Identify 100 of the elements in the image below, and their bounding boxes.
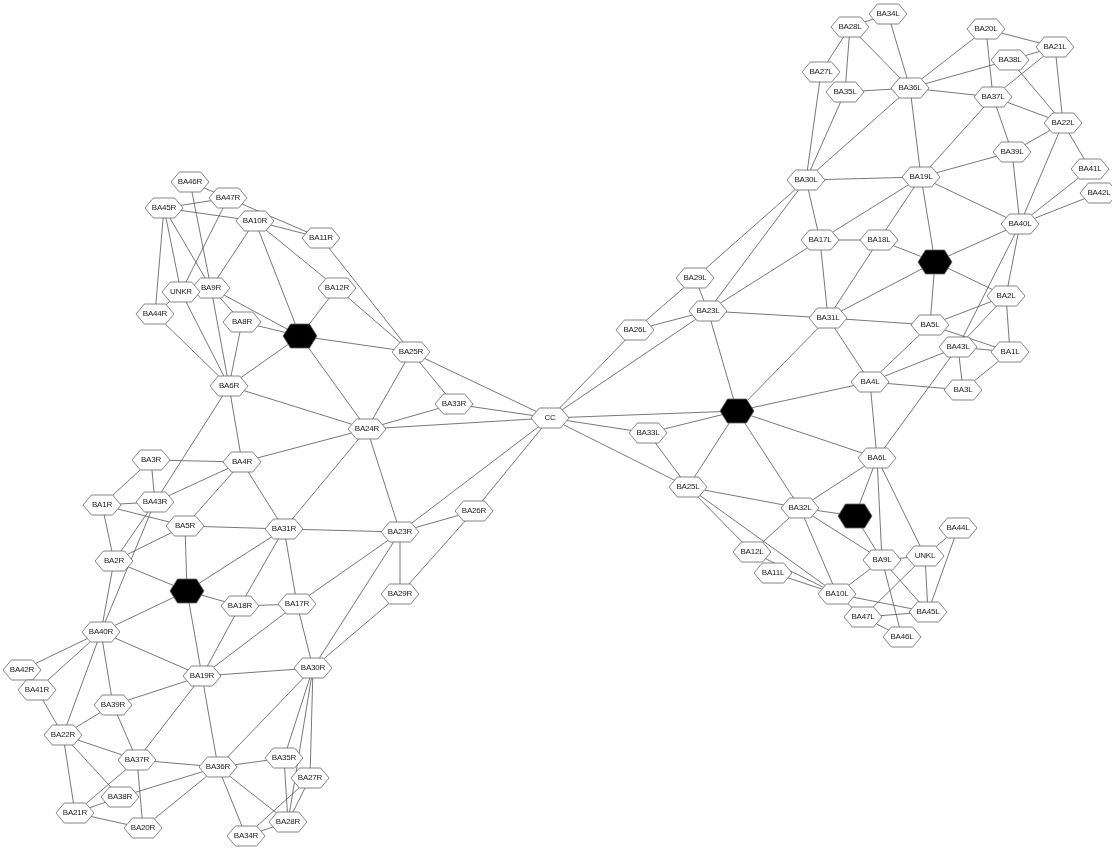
hexagon-node [227, 826, 265, 846]
connector-line [936, 155, 997, 174]
connector-line [1018, 69, 1055, 114]
connector-line [832, 184, 909, 233]
node-label: BA46L [890, 633, 914, 641]
connector-line [116, 714, 134, 751]
connector-line [885, 186, 915, 231]
node-label: BA33R [441, 400, 467, 408]
node-label: UNKL [914, 552, 936, 560]
connector-line [559, 339, 626, 409]
node-label: BA45L [916, 608, 940, 616]
connector-line [1055, 56, 1063, 114]
connector-line [201, 594, 226, 603]
connector-line [180, 210, 239, 219]
node-label: BA39R [100, 701, 126, 709]
hexagon-node [669, 477, 707, 497]
connector-line [750, 415, 863, 454]
hexagon-node [3, 660, 41, 680]
connector-line [962, 233, 1016, 338]
node-label: BA29R [387, 590, 413, 598]
hexagon-node [435, 394, 473, 414]
hexagon-node [844, 607, 882, 627]
node-label: BA43R [142, 498, 168, 506]
node-label: BA34L [876, 10, 900, 18]
connector-line [227, 677, 304, 758]
node-label: BA2L [996, 292, 1016, 300]
node-label: BA1R [91, 501, 113, 509]
node-label: BA20R [130, 824, 156, 832]
connector-line [838, 239, 861, 241]
hexagon-node [911, 315, 949, 335]
connector-line [812, 515, 870, 553]
node-label: BA23R [387, 528, 413, 536]
connector-line [372, 361, 406, 420]
connector-line [85, 769, 127, 804]
connector-line [807, 81, 820, 171]
connector-line [104, 511, 152, 623]
hexagon-node [124, 818, 162, 838]
connector-line [824, 177, 903, 180]
connector-line [328, 247, 404, 343]
hexagon-node [689, 301, 727, 321]
node-label: BA44L [946, 524, 970, 532]
connector-line [212, 297, 228, 377]
connector-line [308, 347, 361, 420]
hexagon-node [210, 376, 248, 396]
hexagon-node [860, 230, 898, 250]
node-label: BA3L [953, 386, 973, 394]
hexagon-node [902, 167, 940, 187]
connector-line [1023, 132, 1060, 215]
connector-line [481, 427, 543, 502]
connector-line [198, 536, 272, 584]
filled-hexagon [838, 504, 872, 528]
connector-line [193, 471, 234, 517]
connector-line [369, 438, 398, 523]
connector-line [645, 287, 685, 321]
connector-line [807, 189, 819, 231]
hexagon-node [801, 230, 839, 250]
connector-line [877, 467, 882, 551]
connector-line [929, 106, 985, 168]
hexagon-node [944, 380, 982, 400]
hexagon-node [991, 342, 1029, 362]
connector-line [852, 596, 913, 610]
hexagon-node [826, 82, 864, 102]
connector-line [161, 395, 223, 493]
hexagon-node [381, 522, 419, 542]
connector-line [315, 337, 395, 350]
connector-line [1024, 129, 1051, 146]
connector-line [715, 189, 799, 302]
connector-line [35, 638, 88, 664]
node-label: BA12L [740, 548, 764, 556]
connector-line [127, 680, 188, 701]
connector-line [424, 358, 537, 412]
node-label: BA37L [981, 93, 1005, 101]
connector-line [958, 356, 963, 381]
connector-line [418, 361, 447, 395]
node-label: BA19L [909, 173, 933, 181]
hexagon-node [83, 495, 121, 515]
connector-line [947, 229, 1007, 257]
node-label: BA34R [233, 832, 259, 840]
hexagon-node [1071, 159, 1109, 179]
connector-line [1006, 305, 1010, 343]
connector-line [1007, 102, 1049, 119]
connector-line [77, 739, 123, 756]
connector-line [996, 106, 1009, 143]
connector-line [399, 541, 401, 585]
connector-line [144, 685, 195, 751]
connector-line [883, 352, 945, 377]
filled-hexagon [720, 399, 754, 423]
connector-line [203, 187, 215, 193]
connector-line [260, 826, 274, 832]
node-label: BA38L [998, 56, 1022, 64]
node-label: BA44R [142, 310, 168, 318]
connector-line [114, 637, 189, 671]
connector-line [155, 217, 164, 305]
connector-line [89, 801, 106, 809]
hexagon-node [209, 188, 247, 208]
connector-line [134, 771, 204, 793]
node-label: BA21R [62, 809, 88, 817]
connector-line [127, 532, 172, 555]
connector-line [292, 787, 306, 813]
hexagon-node [44, 725, 82, 745]
